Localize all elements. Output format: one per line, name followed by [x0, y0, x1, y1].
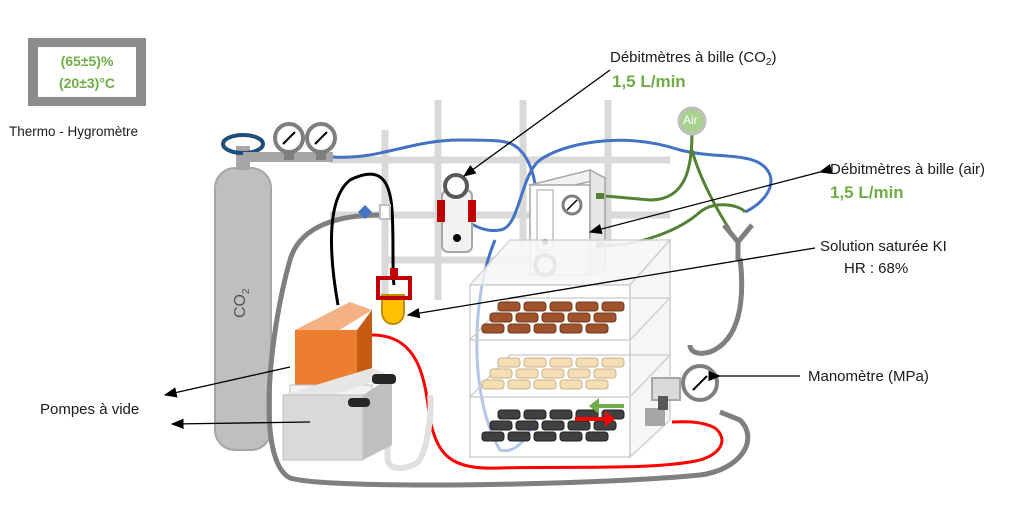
co2-flowmeter [437, 173, 476, 253]
flow-direction-arrows [575, 398, 624, 427]
flowmeter-co2-label-sub: 2 [765, 57, 772, 68]
thermo-hygrometer: (65±5)% (20±3)°C [28, 38, 146, 106]
pressure-regulator-gauges [273, 122, 337, 160]
vacuum-pipe [371, 333, 724, 470]
vacuum-pumps-label: Pompes à vide [40, 401, 140, 418]
hygrometer-label: Thermo - Hygromètre [9, 124, 139, 139]
annotation-arrows [163, 69, 833, 430]
flowmeter-air-label: Débitmètres à bille (air) [830, 161, 986, 178]
manometer-label: Manomètre (MPa) [808, 368, 929, 385]
ki-solution-label: Solution saturée KI [820, 238, 947, 255]
samples-bottom-shelf [481, 409, 625, 442]
grey-pipe [266, 212, 751, 488]
vacuum-pump-lower [282, 368, 396, 461]
black-tube [330, 172, 396, 306]
flowmeter-co2-value: 1,5 L/min [612, 72, 686, 91]
blue-diamond-icon [358, 205, 372, 219]
flowmeter-air-value: 1,5 L/min [830, 183, 904, 202]
flowmeter-co2-label-prefix: Débitmètres à bille (CO [610, 49, 766, 66]
co2-cylinder-label: CO2 [232, 288, 252, 318]
temperature-reading: (20±3)°C [58, 75, 116, 91]
y-connector-icon [722, 223, 754, 260]
hygrometer-display: (65±5)% (20±3)°C [38, 47, 136, 97]
air-inlet-icon [677, 106, 707, 136]
samples-top-shelf [481, 301, 625, 334]
co2-label-sub: 2 [241, 288, 252, 294]
samples-middle-shelf [481, 357, 625, 390]
co2-label-main: CO [232, 294, 249, 318]
air-pipe [599, 127, 747, 248]
flowmeter-co2-label-suffix: ) [771, 49, 777, 66]
humidity-reading: (65±5)% [60, 53, 114, 69]
manometer [645, 364, 719, 426]
ki-solution-hr: HR : 68% [844, 260, 909, 277]
ki-solution-flask [376, 268, 412, 325]
air-inlet-label: Air [683, 113, 698, 127]
flowmeter-co2-label: Débitmètres à bille (CO2) [610, 49, 777, 68]
small-connector [379, 204, 391, 220]
